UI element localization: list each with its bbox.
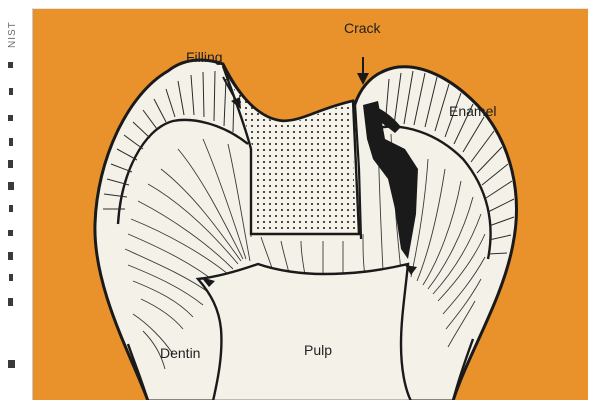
- left-edge-text-fragment: [0, 60, 20, 390]
- label-enamel: Enamel: [449, 103, 496, 119]
- label-filling: Filling: [186, 49, 223, 65]
- side-credit: NIST: [5, 10, 23, 54]
- pulp-chamber: [198, 264, 411, 400]
- tooth-diagram: Filling Crack Enamel Dentin Pulp: [32, 8, 588, 400]
- credit-text: NIST: [7, 21, 18, 48]
- label-pulp: Pulp: [304, 342, 332, 358]
- label-crack: Crack: [344, 20, 381, 36]
- label-dentin: Dentin: [160, 345, 200, 361]
